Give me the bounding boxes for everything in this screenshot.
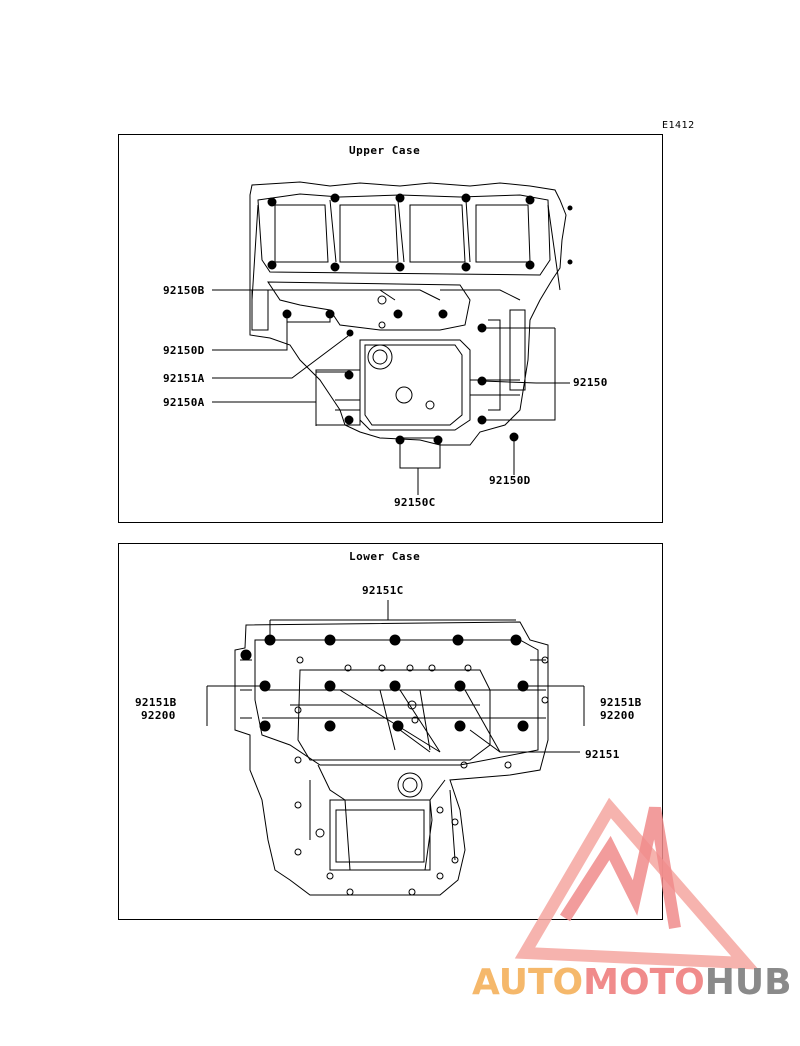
lower-case-title: Lower Case <box>349 550 421 563</box>
watermark-logo-icon <box>514 797 759 970</box>
label-92151B-right: 92151B <box>600 696 642 709</box>
label-92151A: 92151A <box>163 372 205 385</box>
lower-case-small-holes <box>294 656 549 896</box>
label-92150D-right: 92150D <box>489 474 531 487</box>
label-92150A: 92150A <box>163 396 205 409</box>
upper-case-title: Upper Case <box>349 144 421 157</box>
label-92150: 92150 <box>573 376 608 389</box>
diagram-code: E1412 <box>662 120 695 131</box>
label-92200-right: 92200 <box>600 709 635 722</box>
lower-case-bolts <box>240 634 529 732</box>
label-92151B-left: 92151B <box>135 696 177 709</box>
upper-case-bolts <box>267 193 573 445</box>
upper-case-panel <box>118 134 663 523</box>
label-92150C: 92150C <box>394 496 436 509</box>
label-92150B: 92150B <box>163 284 205 297</box>
watermark-text: AUTOMOTOHUB <box>472 962 792 1003</box>
label-92200-left: 92200 <box>141 709 176 722</box>
watermark-part-hub: HUB <box>704 962 792 1003</box>
lower-case-leaders <box>206 600 585 753</box>
label-92151C: 92151C <box>362 584 404 597</box>
lower-case-body <box>234 621 549 896</box>
label-92151: 92151 <box>585 748 620 761</box>
watermark-part-moto: MOTO <box>583 962 705 1003</box>
upper-case-leaders <box>212 289 570 495</box>
upper-case-body <box>249 181 567 469</box>
label-92150D-left: 92150D <box>163 344 205 357</box>
watermark-part-auto: AUTO <box>472 962 584 1003</box>
